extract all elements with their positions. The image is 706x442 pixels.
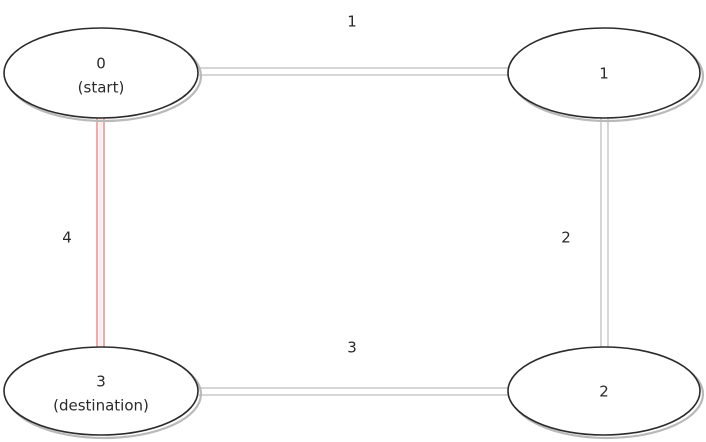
edge-0-3-highlighted[interactable] (96, 117, 105, 349)
node-3-label-id: 3 (96, 373, 106, 391)
node-0-ellipse (3, 27, 199, 119)
edge-weight-label-1-2: 2 (561, 229, 571, 247)
edge-weight-label-0-3: 4 (62, 229, 72, 247)
node-3[interactable]: 3 (destination) (3, 346, 203, 440)
node-1-ellipse (507, 27, 701, 119)
node-3-ellipse (3, 346, 199, 436)
node-1[interactable]: 1 (507, 27, 705, 123)
node-2-label-id: 2 (599, 383, 609, 401)
edge-weight-label-0-1: 1 (347, 13, 357, 31)
node-0-label-id: 0 (96, 55, 106, 73)
node-2[interactable]: 2 (507, 346, 705, 440)
edge-3-2[interactable] (199, 387, 509, 396)
edge-0-1[interactable] (199, 67, 509, 76)
edge-1-2[interactable] (600, 118, 609, 347)
node-0[interactable]: 0 (start) (3, 27, 203, 123)
node-3-label-role: (destination) (53, 397, 149, 415)
node-1-label-id: 1 (599, 65, 609, 83)
edge-weight-label-3-2: 3 (347, 339, 357, 357)
node-0-label-role: (start) (78, 79, 125, 97)
node-2-ellipse (507, 346, 701, 436)
